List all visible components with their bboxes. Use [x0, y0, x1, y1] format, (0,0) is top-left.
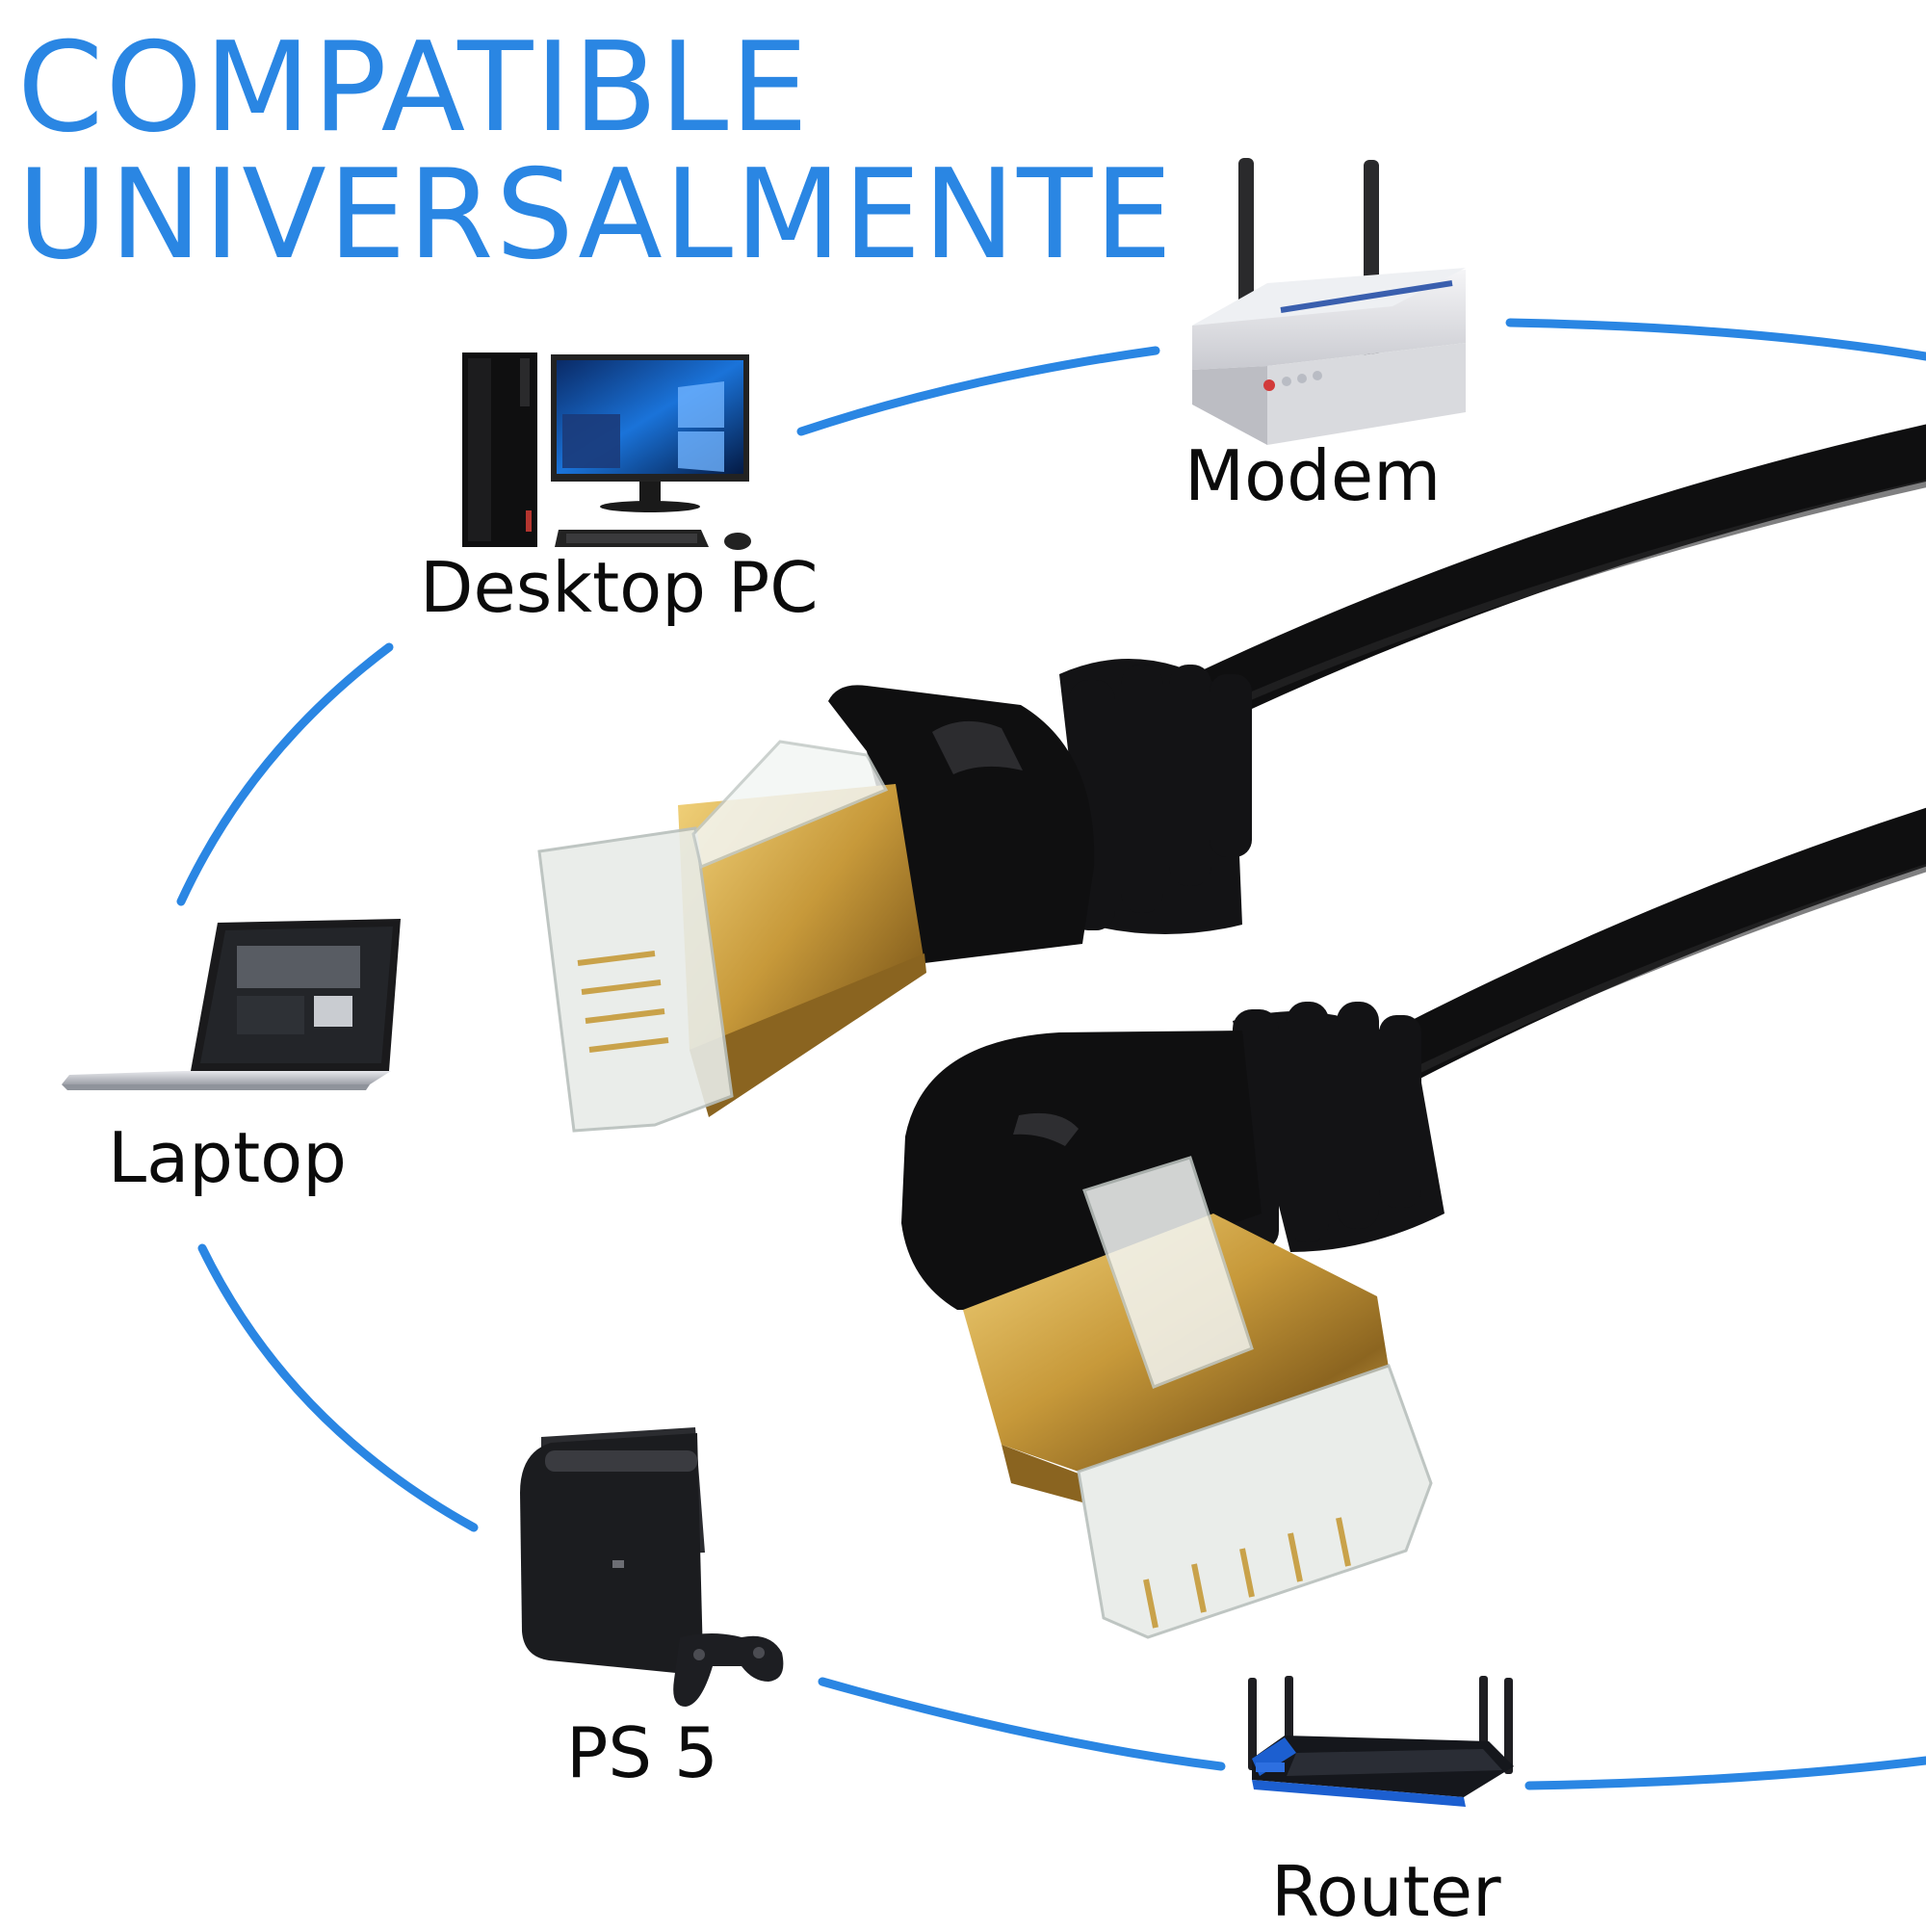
- connection-arcs: [176, 318, 1926, 1790]
- upper-rj45-connector: [537, 659, 1252, 1133]
- ethernet-cables: [1166, 424, 1926, 1087]
- arc-modem-right: [1505, 318, 1926, 361]
- router-image: [1248, 1676, 1514, 1807]
- ps5-image: [520, 1427, 784, 1707]
- headline-line-2: UNIVERSALMENTE: [17, 144, 1175, 287]
- desktop-pc-image: [462, 352, 751, 550]
- label-modem: Modem: [1184, 435, 1442, 516]
- headline-line-1: COMPATIBLE: [17, 16, 811, 160]
- arc-laptop-ps5: [197, 1243, 479, 1532]
- label-laptop: Laptop: [108, 1117, 347, 1198]
- label-ps5: PS 5: [566, 1712, 718, 1793]
- arc-ps5-router: [818, 1677, 1226, 1771]
- lower-rj45-connector: [901, 1002, 1444, 1639]
- arc-desktop-laptop: [176, 642, 394, 906]
- arc-desktop-modem: [796, 346, 1160, 436]
- arc-router-right: [1524, 1756, 1926, 1790]
- label-router: Router: [1271, 1851, 1501, 1932]
- laptop-image: [62, 919, 401, 1090]
- label-desktop-pc: Desktop PC: [420, 547, 819, 628]
- modem-image: [1192, 158, 1466, 445]
